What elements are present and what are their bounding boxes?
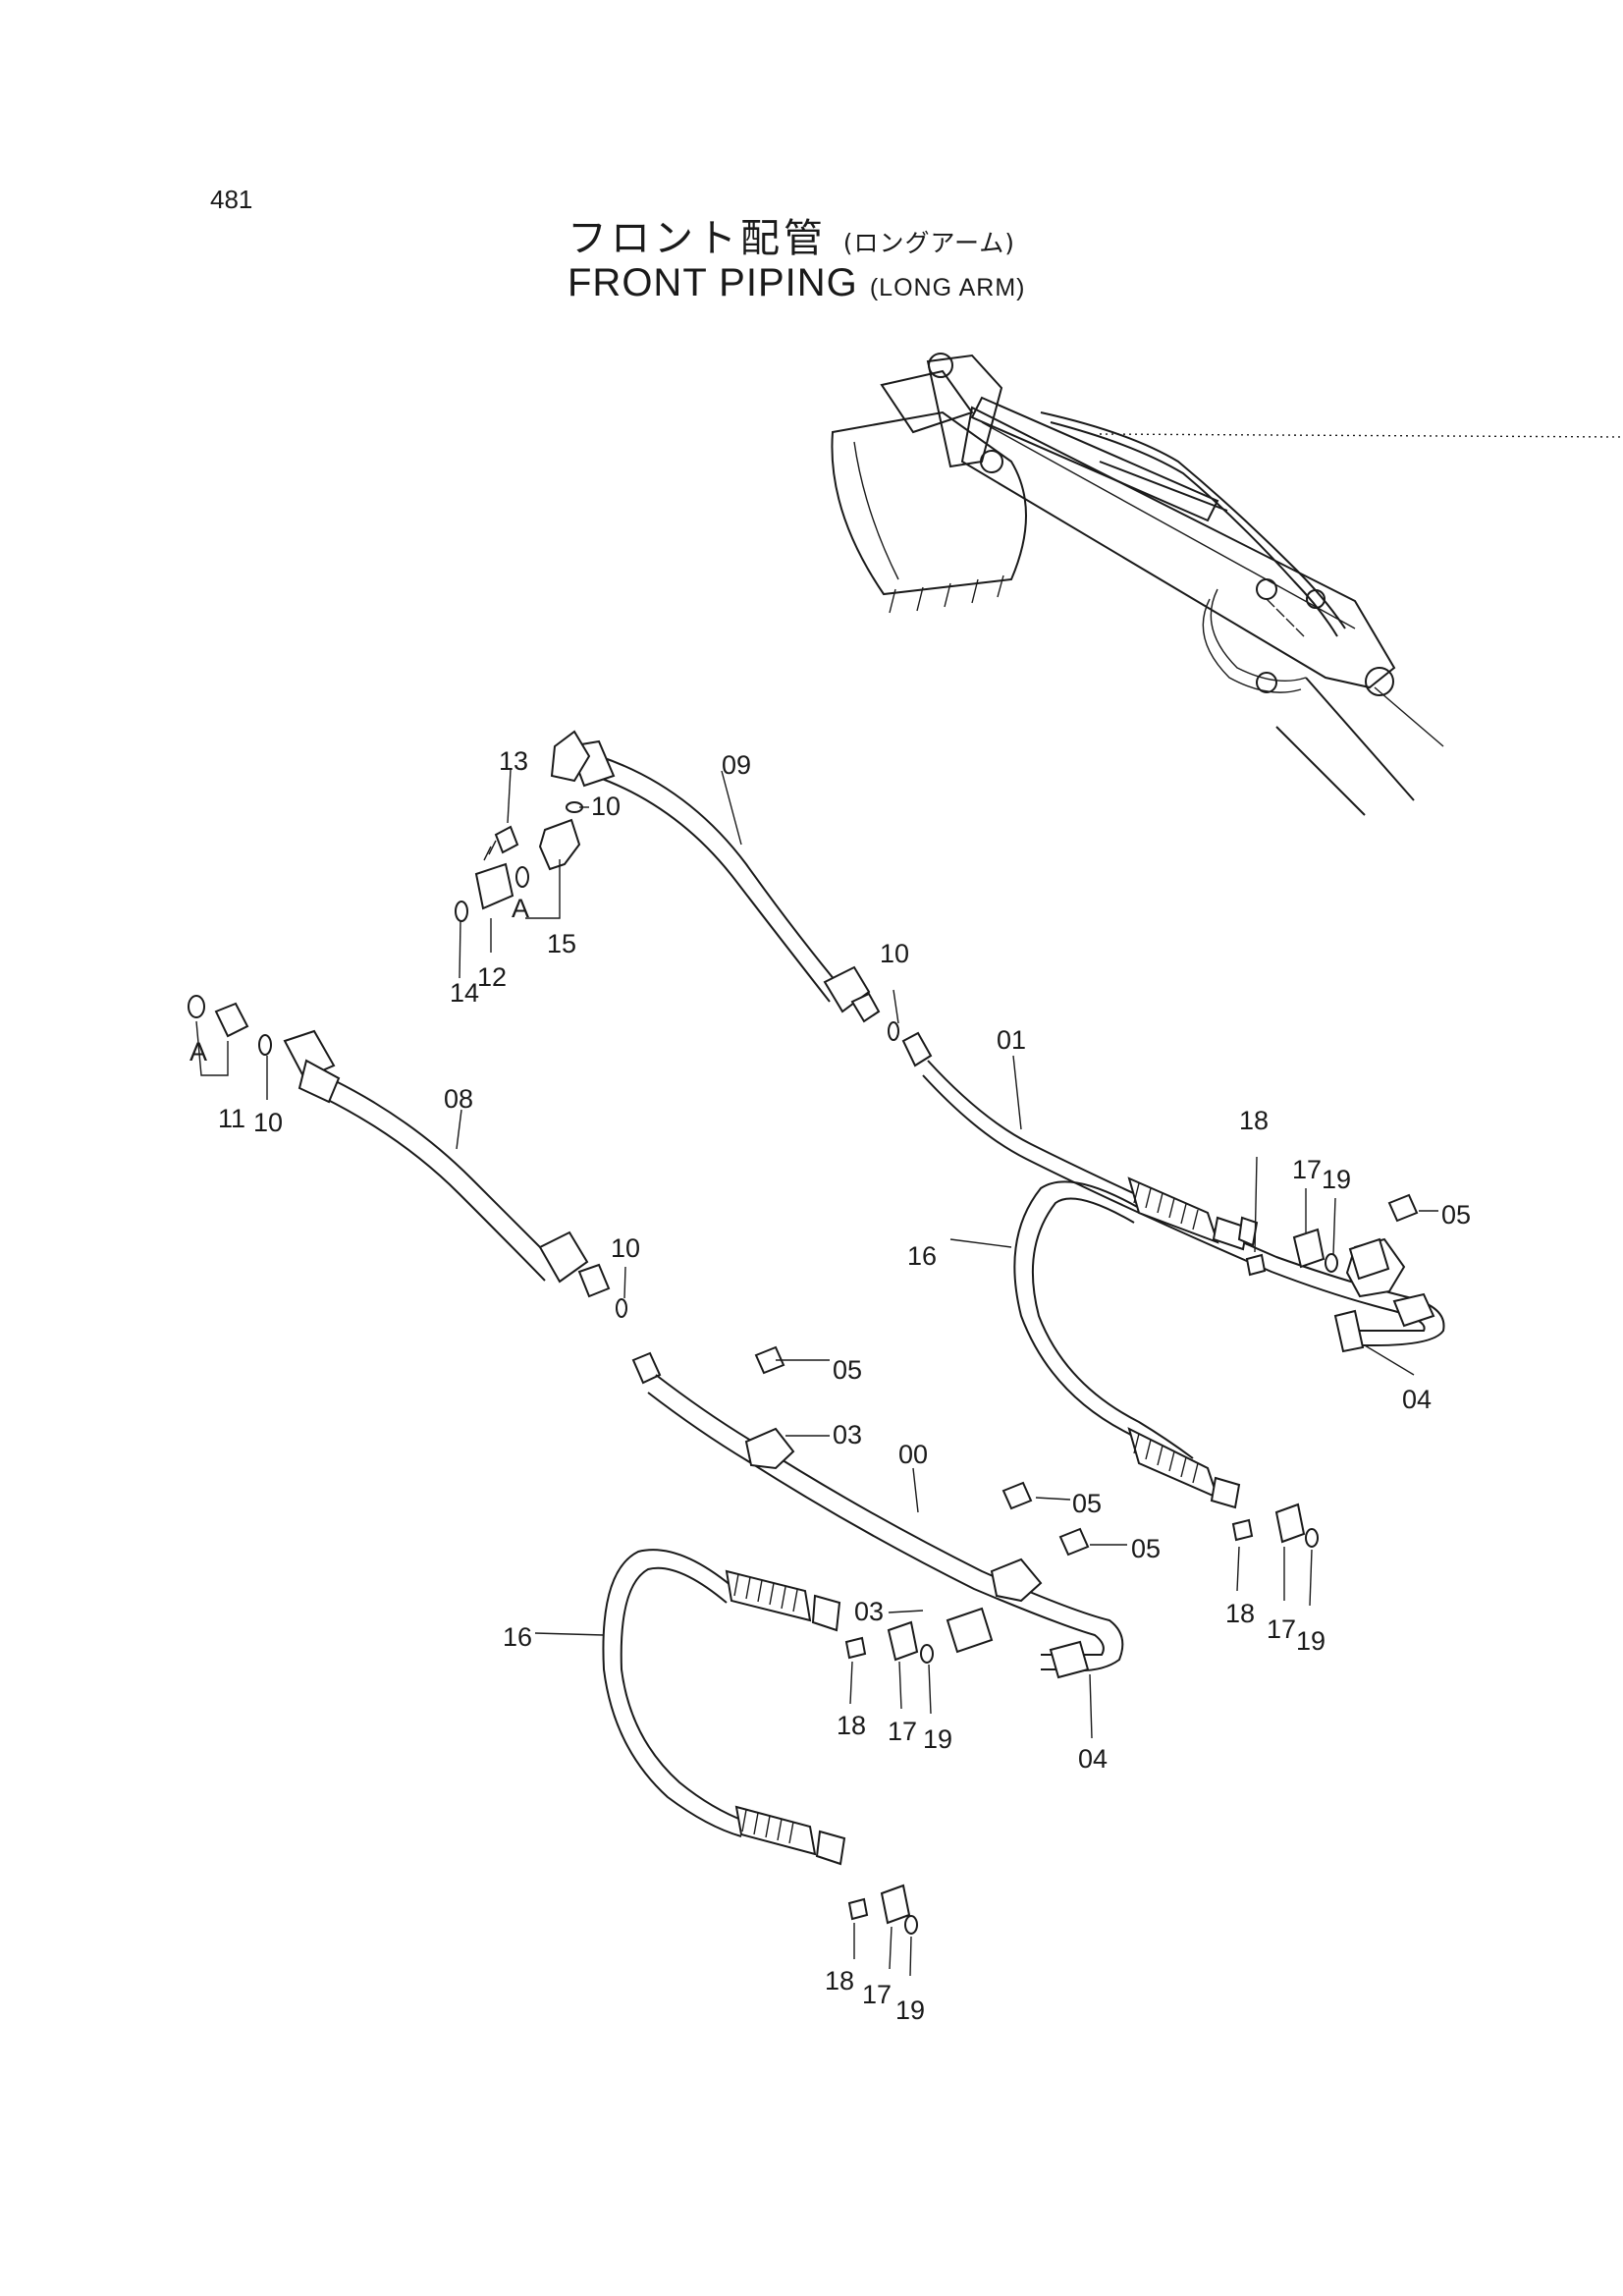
excavator-arm-inset <box>831 353 1623 816</box>
pipe-00 <box>631 1351 1124 1679</box>
label-05-right-top: 05 <box>1441 1200 1471 1230</box>
label-11: 11 <box>218 1104 245 1133</box>
page-number: 481 <box>210 185 253 214</box>
label-17-lower: 17 <box>888 1717 917 1746</box>
label-17-right-top: 17 <box>1292 1155 1322 1184</box>
title-english-main: FRONT PIPING <box>568 261 858 304</box>
label-19-lower: 19 <box>923 1724 952 1754</box>
title-english-sub: (LONG ARM) <box>869 274 1026 301</box>
label-18-right-bottom: 18 <box>1225 1599 1255 1628</box>
label-03-mid: 03 <box>833 1420 862 1449</box>
label-05-mid: 05 <box>833 1355 862 1385</box>
label-19-bottom: 19 <box>895 1995 925 2025</box>
hose-08 <box>283 1029 611 1298</box>
hose-16-right <box>1013 1176 1259 1509</box>
label-10-mid-upper: 10 <box>880 939 909 968</box>
label-13: 13 <box>499 746 528 776</box>
pipe-01 <box>901 1031 1445 1353</box>
label-05-lower-a: 05 <box>1072 1489 1102 1518</box>
label-14: 14 <box>450 978 479 1008</box>
leader-lines <box>195 769 1438 1977</box>
part-labels: 13 10 09 A 15 12 14 10 01 A 11 10 08 18 … <box>189 746 1471 2025</box>
title-japanese-sub: (ロングアーム) <box>842 229 1015 257</box>
label-03-lower: 03 <box>854 1597 884 1626</box>
hose-16-lower <box>602 1549 846 1866</box>
label-17-right-bottom: 17 <box>1267 1614 1296 1644</box>
label-18-lower: 18 <box>837 1711 866 1740</box>
label-12: 12 <box>477 962 507 992</box>
label-15: 15 <box>547 929 576 958</box>
hose-09 <box>550 730 881 1023</box>
label-05-lower-b: 05 <box>1131 1534 1161 1563</box>
label-04-lower: 04 <box>1078 1744 1108 1774</box>
label-10-top: 10 <box>591 792 621 821</box>
label-18-right-top: 18 <box>1239 1106 1269 1135</box>
label-10-left: 10 <box>253 1108 283 1137</box>
label-16-lower: 16 <box>503 1622 532 1652</box>
label-01: 01 <box>997 1025 1026 1055</box>
label-10-lower: 10 <box>611 1233 640 1263</box>
title-english: FRONT PIPING (LONG ARM) <box>568 261 1025 305</box>
label-19-right-top: 19 <box>1322 1165 1351 1194</box>
title-japanese-main: フロント配管 <box>568 216 827 261</box>
label-16-right: 16 <box>907 1241 937 1271</box>
fittings <box>188 801 1419 1935</box>
title-japanese: フロント配管 (ロングアーム) <box>568 206 1015 263</box>
label-04-right: 04 <box>1402 1385 1432 1414</box>
label-17-bottom: 17 <box>862 1980 892 2009</box>
label-ref-a-left: A <box>189 1037 207 1066</box>
label-18-bottom: 18 <box>825 1966 854 1995</box>
label-00: 00 <box>898 1440 928 1469</box>
label-09: 09 <box>722 750 751 780</box>
label-19-right-bottom: 19 <box>1296 1626 1325 1656</box>
label-ref-a-top: A <box>512 894 529 923</box>
label-08: 08 <box>444 1084 473 1114</box>
